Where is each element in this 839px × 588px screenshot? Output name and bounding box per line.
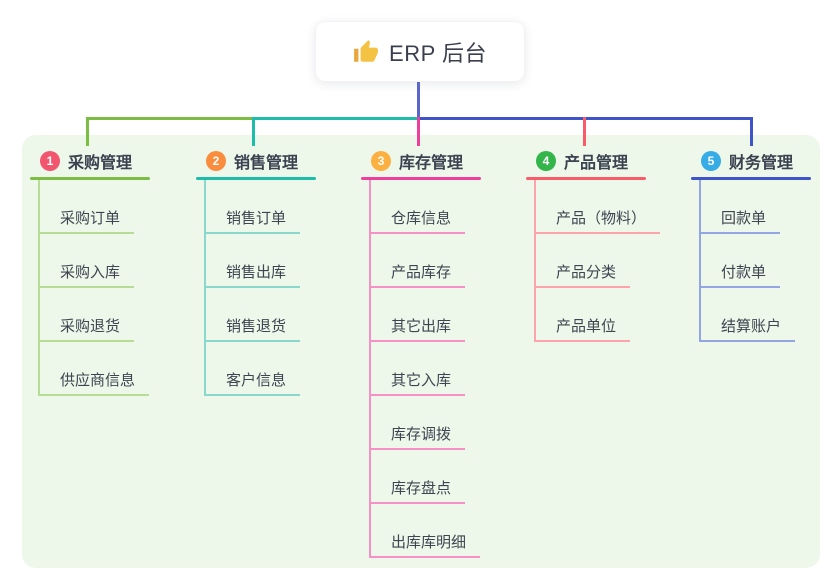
branch-column: 4 产品管理产品（物料） 产品分类产品单位	[526, 147, 688, 342]
child-node[interactable]: 销售出库	[206, 234, 358, 288]
child-node[interactable]: 产品库存	[371, 234, 523, 288]
child-label: 产品库存	[371, 261, 466, 288]
branch-label: 库存管理	[399, 155, 464, 172]
branch-label: 销售管理	[234, 155, 299, 172]
child-node[interactable]: 产品分类	[536, 234, 688, 288]
branch-column: 1 采购管理采购订单采购入库采购退货供应商信息	[30, 147, 192, 396]
branch-header[interactable]: 5 财务管理	[691, 147, 839, 175]
bus-segment-1	[86, 117, 254, 120]
branch-drop-line	[417, 117, 420, 146]
branches-panel	[22, 135, 820, 568]
branch-number-badge: 3	[371, 151, 391, 171]
child-label: 销售退货	[206, 315, 301, 342]
child-label: 采购入库	[40, 261, 135, 288]
child-node[interactable]: 产品（物料）	[536, 180, 688, 234]
root-label: ERP 后台	[389, 40, 487, 66]
child-node[interactable]: 库存调拨	[371, 396, 523, 450]
branch-label: 财务管理	[729, 155, 794, 172]
branch-underline	[30, 177, 150, 180]
branch-underline	[691, 177, 811, 180]
root-connector-line	[417, 82, 420, 119]
child-label: 产品（物料）	[536, 207, 661, 234]
child-node[interactable]: 出库库明细	[371, 504, 523, 558]
child-label: 付款单	[701, 261, 781, 288]
branch-label: 产品管理	[564, 155, 629, 172]
branch-number-badge: 1	[40, 151, 60, 171]
child-label: 供应商信息	[40, 369, 150, 396]
child-label: 仓库信息	[371, 207, 466, 234]
child-node[interactable]: 产品单位	[536, 288, 688, 342]
child-node[interactable]: 结算账户	[701, 288, 839, 342]
child-label: 产品单位	[536, 315, 631, 342]
branch-drop-line	[252, 117, 255, 146]
branch-drop-line	[583, 117, 586, 146]
branch-drop-line	[750, 117, 753, 146]
branch-header[interactable]: 3 库存管理	[361, 147, 523, 175]
child-label: 出库库明细	[371, 531, 481, 558]
child-node[interactable]: 销售退货	[206, 288, 358, 342]
child-label: 产品分类	[536, 261, 631, 288]
branch-header[interactable]: 4 产品管理	[526, 147, 688, 175]
child-label: 回款单	[701, 207, 781, 234]
branch-children: 仓库信息产品库存其它出库其它入库库存调拨库存盘点出库库明细	[369, 180, 523, 558]
child-label: 采购退货	[40, 315, 135, 342]
branch-number-badge: 2	[206, 151, 226, 171]
thumbs-up-icon	[354, 39, 378, 62]
root-node[interactable]: ERP 后台	[315, 21, 525, 82]
child-label: 客户信息	[206, 369, 301, 396]
branch-number-badge: 5	[701, 151, 721, 171]
child-node[interactable]: 销售订单	[206, 180, 358, 234]
branch-underline	[526, 177, 646, 180]
child-label: 采购订单	[40, 207, 135, 234]
child-label: 销售出库	[206, 261, 301, 288]
branch-column: 3 库存管理仓库信息产品库存其它出库其它入库库存调拨库存盘点出库库明细	[361, 147, 523, 558]
branch-children: 回款单付款单结算账户	[699, 180, 839, 342]
branch-header[interactable]: 1 采购管理	[30, 147, 192, 175]
branch-underline	[196, 177, 316, 180]
child-node[interactable]: 付款单	[701, 234, 839, 288]
child-label: 销售订单	[206, 207, 301, 234]
child-node[interactable]: 采购入库	[40, 234, 192, 288]
branch-header[interactable]: 2 销售管理	[196, 147, 358, 175]
child-node[interactable]: 其它出库	[371, 288, 523, 342]
child-node[interactable]: 采购退货	[40, 288, 192, 342]
branch-column: 2 销售管理销售订单销售出库销售退货客户信息	[196, 147, 358, 396]
branch-column: 5 财务管理回款单付款单结算账户	[691, 147, 839, 342]
child-node[interactable]: 回款单	[701, 180, 839, 234]
child-node[interactable]: 采购订单	[40, 180, 192, 234]
branch-number-badge: 4	[536, 151, 556, 171]
child-node[interactable]: 仓库信息	[371, 180, 523, 234]
branch-children: 采购订单采购入库采购退货供应商信息	[38, 180, 192, 396]
branch-children: 销售订单销售出库销售退货客户信息	[204, 180, 358, 396]
child-node[interactable]: 库存盘点	[371, 450, 523, 504]
bus-segment-2	[252, 117, 419, 120]
child-label: 库存调拨	[371, 423, 466, 450]
child-node[interactable]: 其它入库	[371, 342, 523, 396]
child-label: 其它入库	[371, 369, 466, 396]
child-label: 其它出库	[371, 315, 466, 342]
child-node[interactable]: 客户信息	[206, 342, 358, 396]
child-label: 库存盘点	[371, 477, 466, 504]
child-node[interactable]: 供应商信息	[40, 342, 192, 396]
branch-label: 采购管理	[68, 155, 133, 172]
branch-underline	[361, 177, 481, 180]
branch-children: 产品（物料） 产品分类产品单位	[534, 180, 688, 342]
branch-drop-line	[86, 117, 89, 146]
child-label: 结算账户	[701, 315, 796, 342]
